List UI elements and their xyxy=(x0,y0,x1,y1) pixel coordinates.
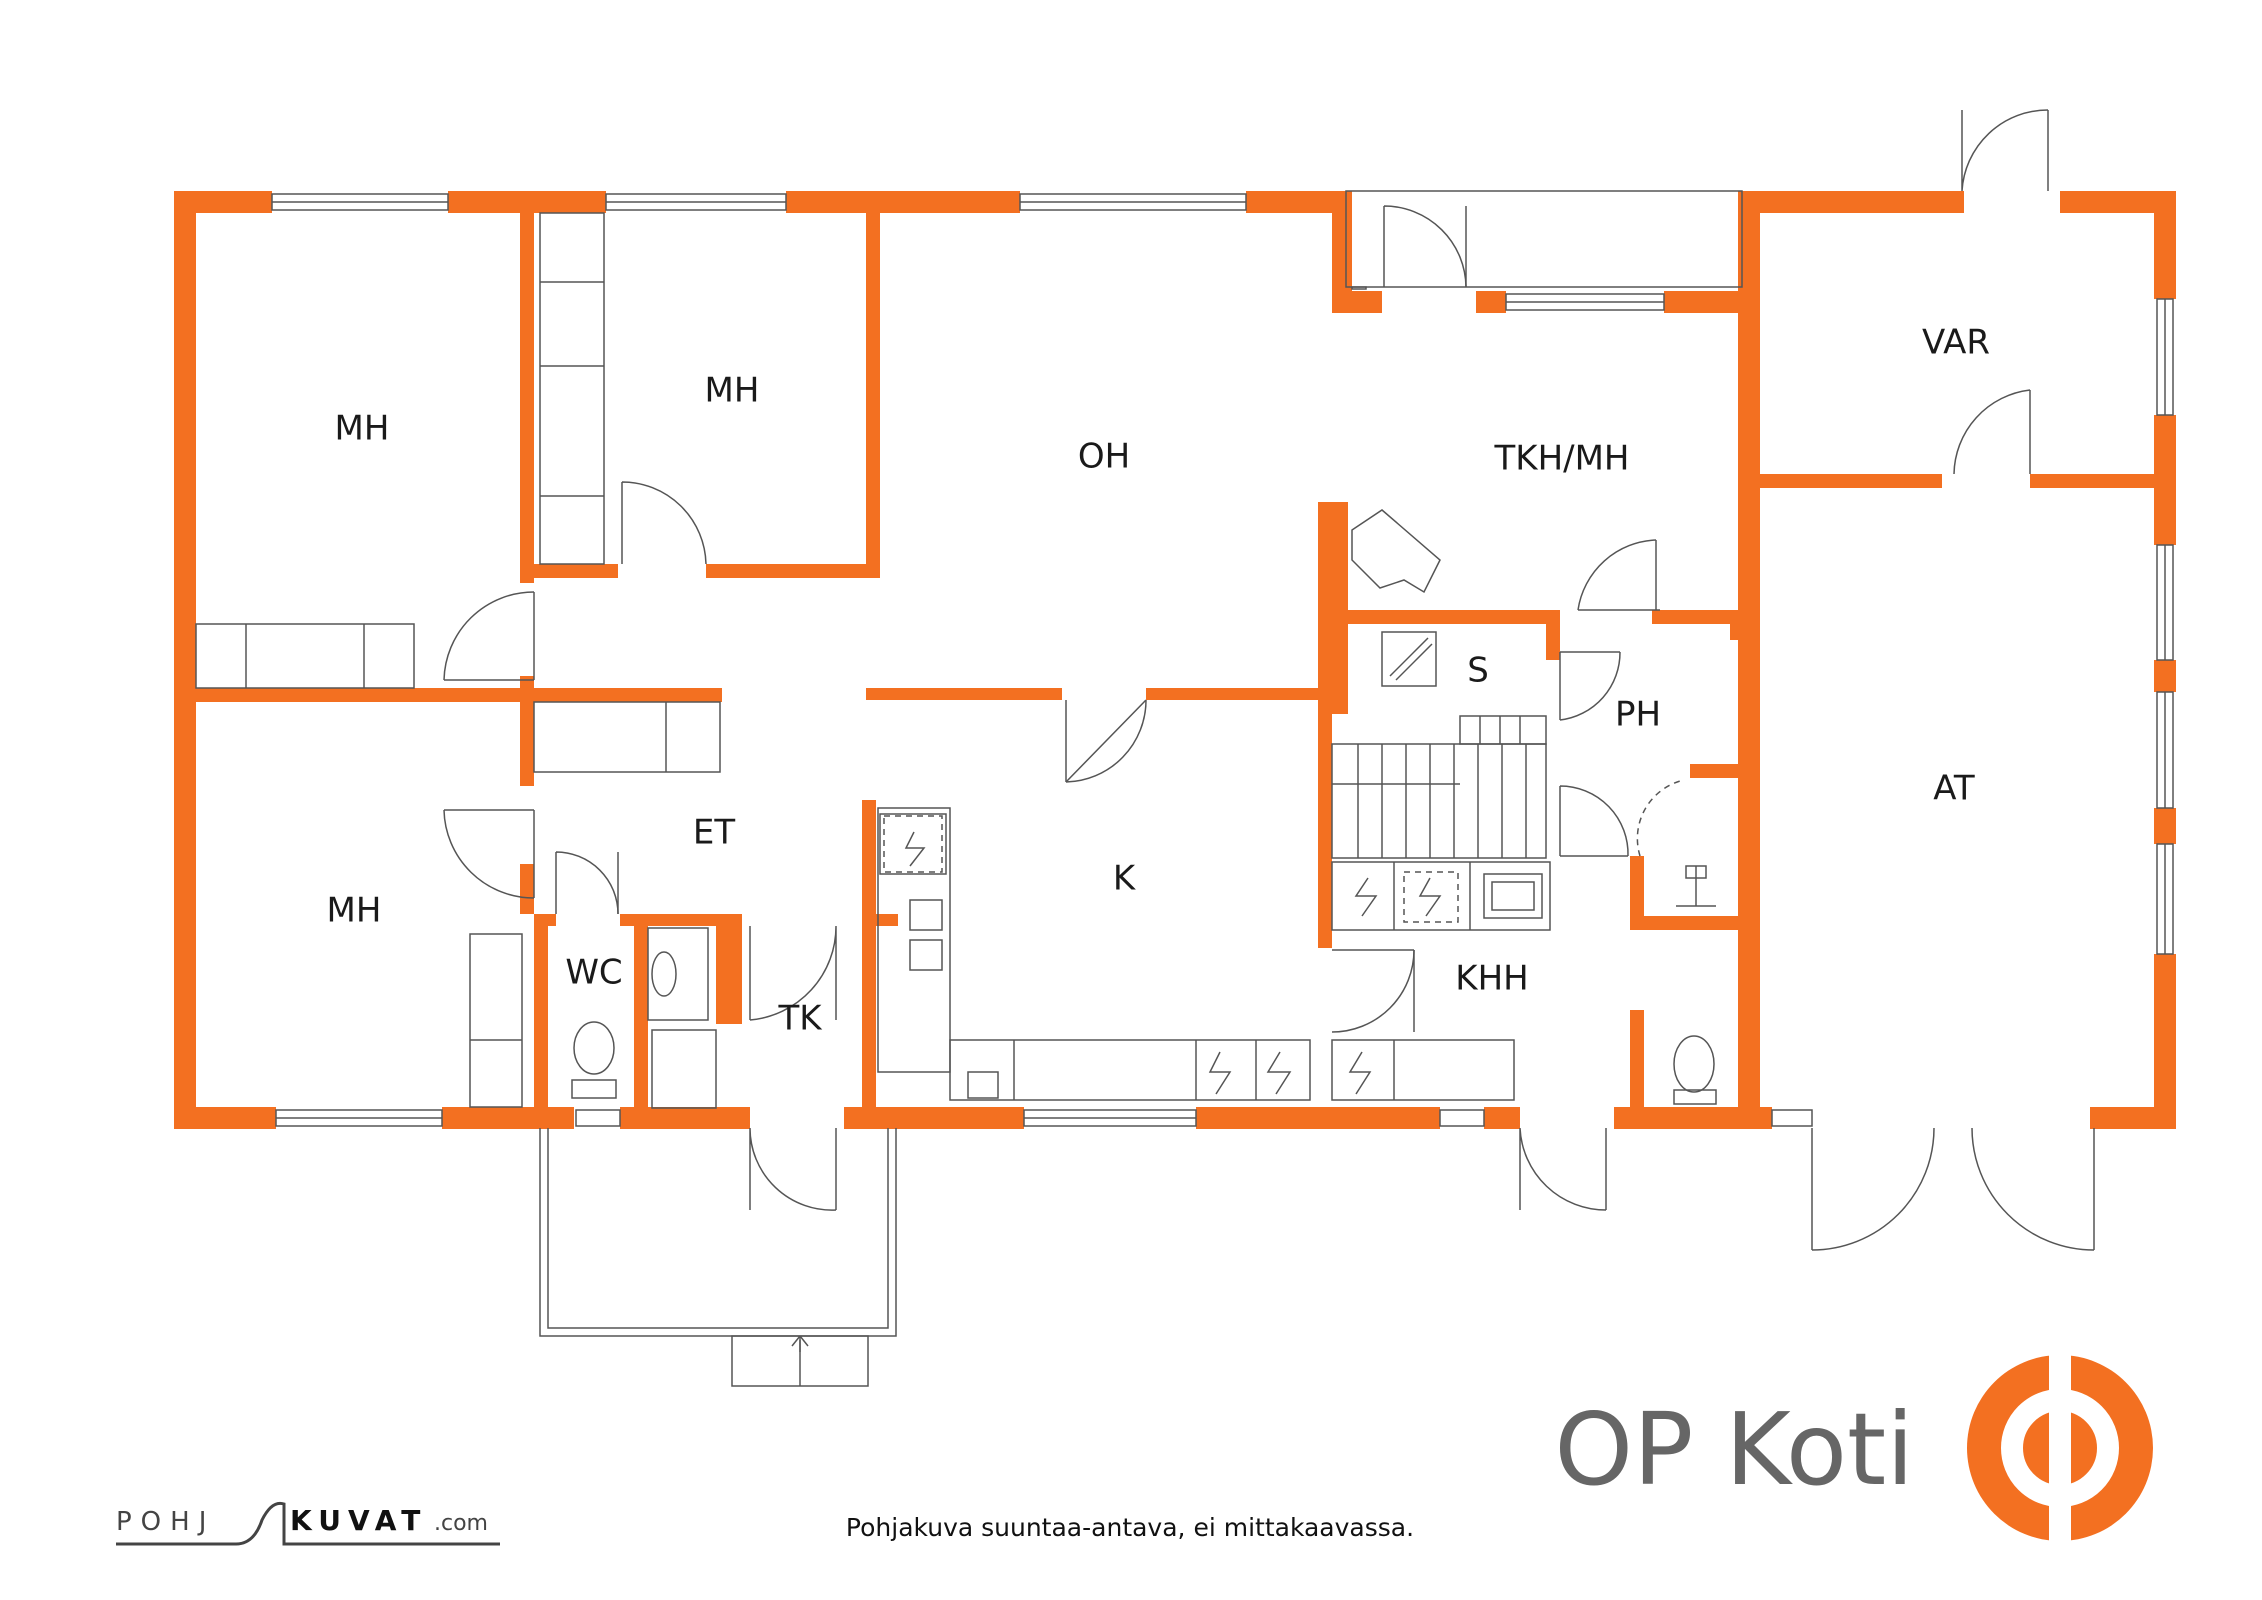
fixtures xyxy=(195,212,1717,1109)
brand-swoosh-icon xyxy=(116,1501,500,1546)
room-label-mh-3: MH xyxy=(327,891,382,931)
room-label-s: S xyxy=(1467,651,1489,691)
brand-part-1: POHJ xyxy=(116,1507,215,1537)
terrace xyxy=(539,1128,897,1387)
doors xyxy=(443,109,2095,1251)
brand-part-2: KUVAT xyxy=(290,1504,427,1537)
walls xyxy=(174,191,2176,1129)
room-label-var: VAR xyxy=(1922,323,1990,363)
brand-part-3: .com xyxy=(434,1511,488,1536)
pohjakuvat-brand: POHJ KUVAT .com xyxy=(116,1501,500,1546)
room-label-mh-1: MH xyxy=(335,409,390,449)
room-label-oh: OH xyxy=(1078,437,1130,477)
room-labels: MH MH OH TKH/MH VAR S PH AT ET K MH WC T… xyxy=(327,323,1990,1039)
room-label-k: K xyxy=(1113,859,1137,899)
room-label-mh-2: MH xyxy=(705,371,760,411)
room-label-et: ET xyxy=(693,813,735,853)
room-label-at: AT xyxy=(1933,769,1975,809)
op-koti-logo: OP Koti xyxy=(1554,1340,2153,1556)
logo-text: OP Koti xyxy=(1554,1391,1914,1508)
room-label-wc: WC xyxy=(565,953,622,993)
top-porch xyxy=(1345,190,1743,290)
room-label-tk: TK xyxy=(777,999,823,1039)
disclaimer-note: Pohjakuva suuntaa-antava, ei mittakaavas… xyxy=(846,1513,1414,1542)
room-label-tkh-mh: TKH/MH xyxy=(1494,439,1630,479)
windows xyxy=(271,193,2174,1127)
room-label-khh: KHH xyxy=(1455,959,1528,999)
room-label-ph: PH xyxy=(1615,695,1661,735)
